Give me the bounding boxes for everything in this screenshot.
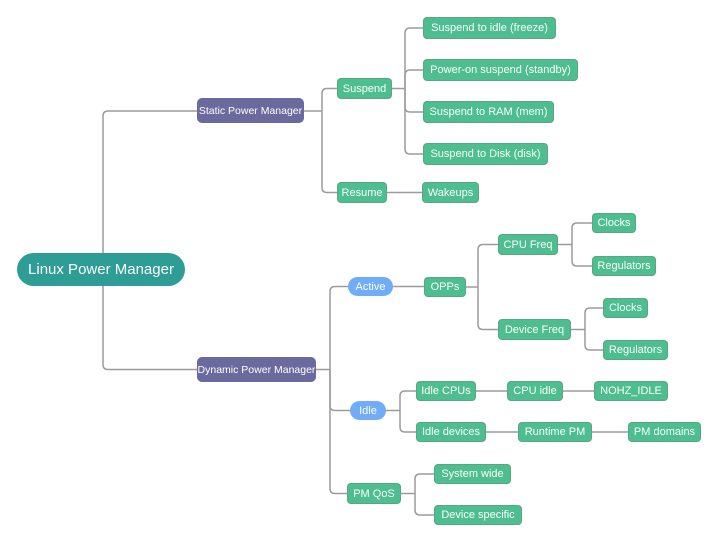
node-suspend-to-disk[interactable]: Suspend to Disk (disk) — [423, 143, 548, 165]
node-cpu-freq-regulators[interactable]: Regulators — [592, 256, 656, 276]
node-system-wide[interactable]: System wide — [434, 464, 511, 484]
node-device-freq-clocks[interactable]: Clocks — [603, 298, 648, 318]
connector-cpufreq-clocks — [571, 222, 592, 245]
node-device-freq-regulators[interactable]: Regulators — [603, 340, 668, 360]
connector-cpufreq-regulators — [571, 244, 592, 267]
connector-suspend-standby — [404, 69, 423, 89]
node-wakeups[interactable]: Wakeups — [422, 182, 479, 203]
node-dynamic-power-manager[interactable]: Dynamic Power Manager — [197, 357, 316, 382]
node-active[interactable]: Active — [348, 277, 393, 296]
node-idle-devices[interactable]: Idle devices — [416, 422, 486, 442]
node-idle[interactable]: Idle — [350, 401, 386, 420]
connector-devicefreq-regulators — [584, 329, 603, 351]
node-static-power-manager[interactable]: Static Power Manager — [197, 98, 304, 123]
connector-pmqos-devicespecific — [414, 493, 434, 516]
node-device-freq[interactable]: Device Freq — [498, 319, 571, 340]
node-resume[interactable]: Resume — [337, 182, 387, 203]
node-suspend[interactable]: Suspend — [337, 78, 392, 99]
connector-static-resume — [321, 111, 337, 194]
connector-dynamic-idle — [329, 369, 350, 412]
connector-suspend-freeze — [404, 27, 423, 89]
connector-opps-cpufreq — [477, 243, 498, 287]
connector-devicefreq-clocks — [584, 307, 603, 330]
connector-idle-idlecpus — [399, 390, 416, 411]
node-cpu-freq[interactable]: CPU Freq — [498, 234, 558, 255]
connector-dynamic-active — [329, 285, 348, 370]
node-suspend-to-idle[interactable]: Suspend to idle (freeze) — [423, 17, 556, 39]
node-opps[interactable]: OPPs — [424, 277, 466, 297]
connector-opps-devicefreq — [477, 287, 498, 331]
node-cpu-idle[interactable]: CPU idle — [507, 381, 563, 401]
connector-root-static — [102, 110, 197, 253]
connector-dynamic-pmqos — [329, 369, 347, 495]
node-device-specific[interactable]: Device specific — [434, 505, 522, 525]
node-suspend-to-ram[interactable]: Suspend to RAM (mem) — [423, 101, 554, 123]
node-power-on-suspend[interactable]: Power-on suspend (standby) — [423, 59, 578, 81]
node-cpu-freq-clocks[interactable]: Clocks — [592, 213, 636, 233]
node-pm-qos[interactable]: PM QoS — [347, 483, 401, 504]
connector-idle-idledevices — [399, 410, 416, 433]
node-linux-power-manager[interactable]: Linux Power Manager — [17, 253, 185, 286]
connector-root-dynamic — [102, 286, 197, 371]
node-runtime-pm[interactable]: Runtime PM — [518, 422, 592, 442]
node-idle-cpus[interactable]: Idle CPUs — [416, 381, 476, 401]
connector-suspend-disk — [404, 88, 423, 155]
connector-suspend-ram — [404, 88, 423, 113]
connector-static-suspend — [321, 87, 337, 111]
node-nohz-idle[interactable]: NOHZ_IDLE — [594, 381, 668, 401]
connector-pmqos-systemwide — [414, 473, 434, 494]
node-pm-domains[interactable]: PM domains — [628, 422, 701, 442]
